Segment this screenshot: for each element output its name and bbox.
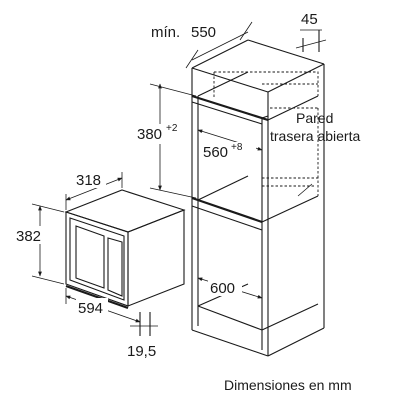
open-back-label-line2: trasera abierta	[270, 128, 360, 144]
dimension-appliance-height: 382	[14, 203, 65, 285]
min-label: mín.	[151, 24, 180, 41]
cabinet-depth-value: 550	[191, 24, 216, 41]
dimension-front-offset: 19,5	[127, 312, 158, 360]
dimension-niche-width: 560 +8	[197, 129, 263, 161]
dimension-niche-height: 380 +2	[134, 83, 197, 199]
open-back-label-line1: Pared	[296, 110, 333, 126]
niche-height-tolerance: +2	[166, 123, 178, 134]
dimension-cabinet-width: 600	[197, 277, 263, 299]
niche-height-value: 380	[137, 126, 162, 143]
open-back-note: Pared trasera abierta	[270, 110, 360, 197]
front-offset-value: 19,5	[127, 343, 156, 360]
cabinet-width-value: 600	[210, 280, 235, 297]
appliance-width-value: 594	[78, 300, 103, 317]
dimension-appliance-width: 594	[65, 288, 141, 323]
appliance	[64, 189, 186, 310]
niche-width-tolerance: +8	[231, 142, 243, 153]
dimension-rear-gap: 45	[295, 11, 327, 52]
units-caption: Dimensiones en mm	[224, 377, 352, 393]
tall-cabinet	[191, 39, 325, 357]
rear-gap-value: 45	[301, 11, 318, 28]
dimension-cabinet-depth: mín. 550	[151, 21, 253, 69]
appliance-height-value: 382	[16, 228, 41, 245]
niche-width-value: 560	[203, 144, 228, 161]
dimension-appliance-depth: 318	[65, 170, 123, 210]
appliance-depth-value: 318	[76, 172, 101, 189]
